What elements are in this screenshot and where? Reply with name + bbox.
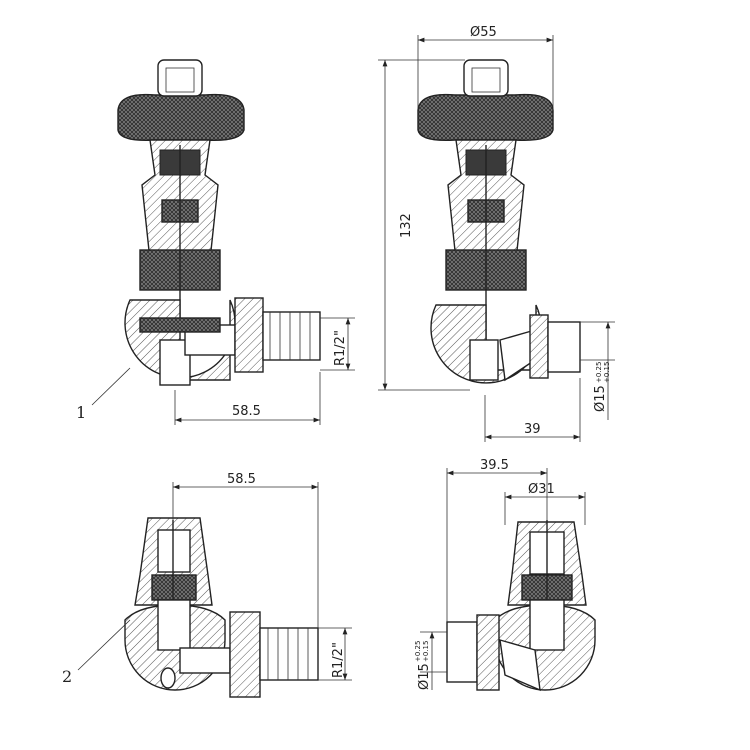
- dim-tail-length: 58.5: [232, 404, 261, 419]
- valve-view-2: Ø55 132 Ø15 +0.25 +0.15 39: [378, 25, 615, 442]
- tol-lower: +0.15: [603, 362, 611, 383]
- handle-cap: [157, 59, 203, 97]
- handle-wheel: [117, 93, 245, 141]
- dim-thread: R1/2": [333, 330, 348, 366]
- tail-pipe: [234, 297, 321, 373]
- callout-1: 1: [76, 403, 86, 422]
- dim-tail-length: 58.5: [227, 472, 256, 487]
- handle-cap: [463, 59, 509, 97]
- tail-pipe: [229, 611, 319, 698]
- dim-head-offset: 39.5: [480, 458, 509, 473]
- valve-view-1: 58.5 R1/2" 1: [76, 59, 355, 425]
- leader-line: [91, 367, 131, 406]
- dim-outlet-diameter: Ø15: [417, 663, 432, 690]
- tol-upper: +0.25: [414, 641, 422, 662]
- dim-thread: R1/2": [331, 642, 346, 678]
- callout-2: 2: [62, 667, 72, 686]
- dim-height: 132: [399, 213, 414, 238]
- dim-outlet-offset: 39: [524, 422, 541, 437]
- outlet-nut: [446, 614, 500, 691]
- valve-view-4: 39.5 Ø31 Ø15 +0.25 +0.15: [414, 458, 596, 692]
- handle-wheel: [417, 93, 554, 141]
- dim-head-diameter: Ø55: [470, 25, 497, 40]
- valve-view-3: 58.5 R1/2" 2: [62, 472, 352, 698]
- dim-head-diameter: Ø31: [528, 482, 555, 497]
- tol-upper: +0.25: [595, 362, 603, 383]
- outlet-nut: [529, 314, 581, 379]
- dim-outlet-diameter: Ø15: [593, 385, 608, 412]
- leader-line: [77, 619, 131, 671]
- tol-lower: +0.15: [422, 641, 430, 662]
